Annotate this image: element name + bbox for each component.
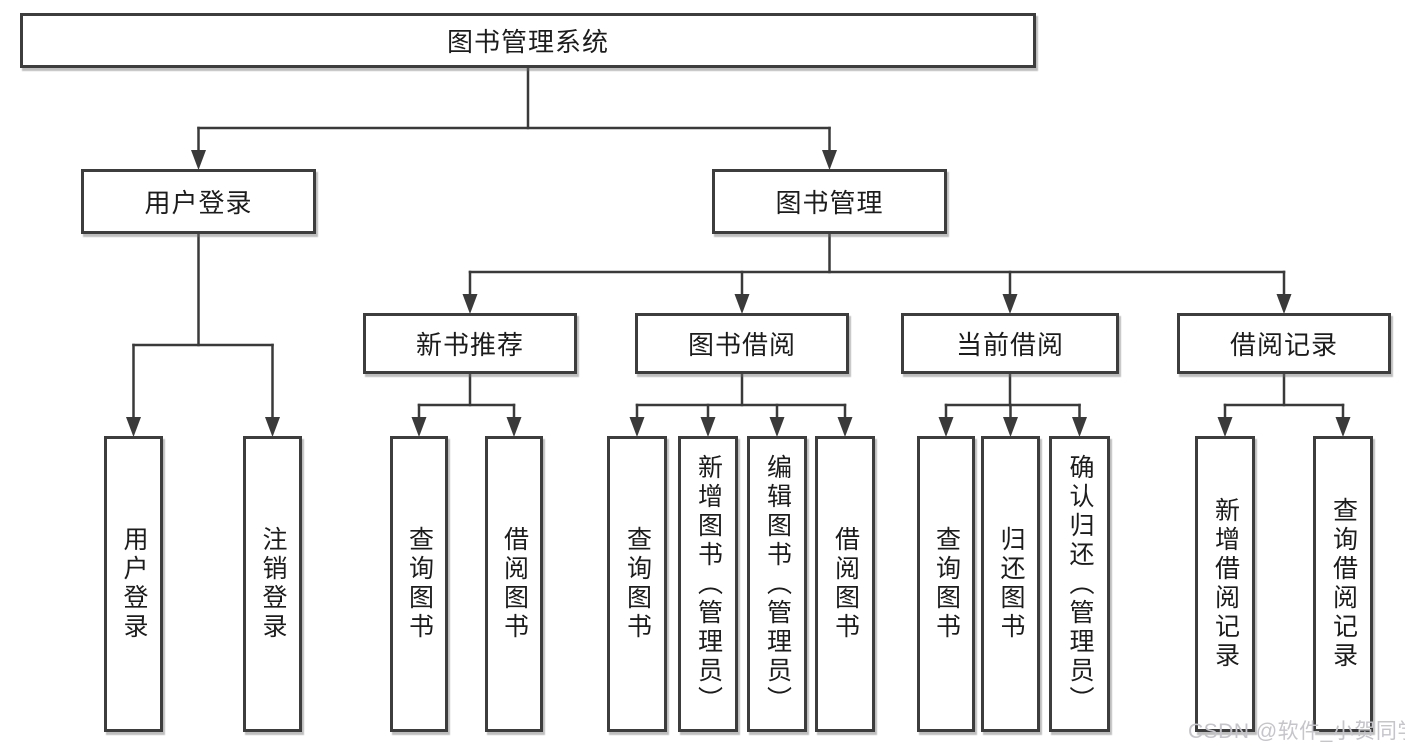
- node-bw-add: 新增图书（管理员）: [678, 436, 738, 732]
- node-bw-query: 查询图书: [607, 436, 667, 732]
- arrowhead-icon: [938, 417, 954, 437]
- node-label: 用户登录: [120, 526, 148, 642]
- node-rec-add: 新增借阅记录: [1195, 436, 1255, 732]
- node-label: 借阅记录: [1229, 330, 1338, 360]
- node-cur-query: 查询图书: [917, 436, 975, 732]
- node-login: 用户登录: [81, 169, 316, 234]
- arrowhead-icon: [1276, 294, 1292, 314]
- arrowhead-icon: [191, 150, 206, 170]
- arrowhead-icon: [734, 294, 750, 314]
- arrowhead-icon: [1003, 417, 1018, 437]
- node-label: 确认归还（管理员）: [1066, 453, 1094, 715]
- node-nb-query: 查询图书: [390, 436, 448, 732]
- node-logout: 注销登录: [243, 436, 302, 732]
- node-label: 编辑图书（管理员）: [763, 453, 792, 715]
- node-label: 新增图书（管理员）: [694, 453, 723, 715]
- node-bookmgmt: 图书管理: [712, 169, 947, 234]
- arrowhead-icon: [837, 417, 853, 437]
- node-rec-query: 查询借阅记录: [1313, 436, 1373, 732]
- arrowhead-icon: [822, 150, 837, 170]
- arrowhead-icon: [462, 294, 478, 314]
- node-label: 图书借阅: [687, 330, 796, 360]
- node-label: 用户登录: [144, 188, 253, 218]
- arrowhead-icon: [506, 417, 522, 437]
- node-label: 归还图书: [997, 526, 1025, 642]
- arrowhead-icon: [1002, 294, 1018, 314]
- arrowhead-icon: [629, 417, 645, 437]
- arrowhead-icon: [265, 417, 280, 437]
- arrowhead-icon: [769, 417, 785, 437]
- arrowhead-icon: [1072, 417, 1087, 437]
- node-root: 图书管理系统: [20, 13, 1036, 68]
- node-nb-borrow: 借阅图书: [485, 436, 543, 732]
- node-label: 新书推荐: [415, 330, 524, 360]
- node-records: 借阅记录: [1177, 313, 1391, 374]
- node-current: 当前借阅: [901, 313, 1119, 374]
- node-newbook: 新书推荐: [363, 313, 577, 374]
- node-label: 查询借阅记录: [1329, 497, 1358, 671]
- arrowhead-icon: [700, 417, 716, 437]
- node-label: 查询图书: [623, 526, 652, 642]
- arrowhead-icon: [1335, 417, 1351, 437]
- node-cur-return: 归还图书: [981, 436, 1040, 732]
- node-label: 注销登录: [259, 526, 287, 642]
- arrowhead-icon: [1217, 417, 1233, 437]
- node-label: 图书管理系统: [446, 27, 609, 57]
- node-label: 查询图书: [932, 526, 961, 642]
- node-bw-borrow: 借阅图书: [815, 436, 875, 732]
- node-label: 查询图书: [405, 526, 434, 642]
- node-cur-confirm: 确认归还（管理员）: [1049, 436, 1110, 732]
- watermark: CSDN @软件_小贺同学: [1188, 720, 1405, 743]
- arrowhead-icon: [126, 417, 141, 437]
- node-bw-edit: 编辑图书（管理员）: [747, 436, 807, 732]
- node-label: 借阅图书: [500, 526, 529, 642]
- node-user-login: 用户登录: [104, 436, 163, 732]
- node-label: 借阅图书: [831, 526, 860, 642]
- node-label: 新增借阅记录: [1211, 497, 1240, 671]
- arrowhead-icon: [411, 417, 427, 437]
- node-label: 当前借阅: [955, 330, 1064, 360]
- node-label: 图书管理: [775, 188, 884, 218]
- node-borrow: 图书借阅: [635, 313, 849, 374]
